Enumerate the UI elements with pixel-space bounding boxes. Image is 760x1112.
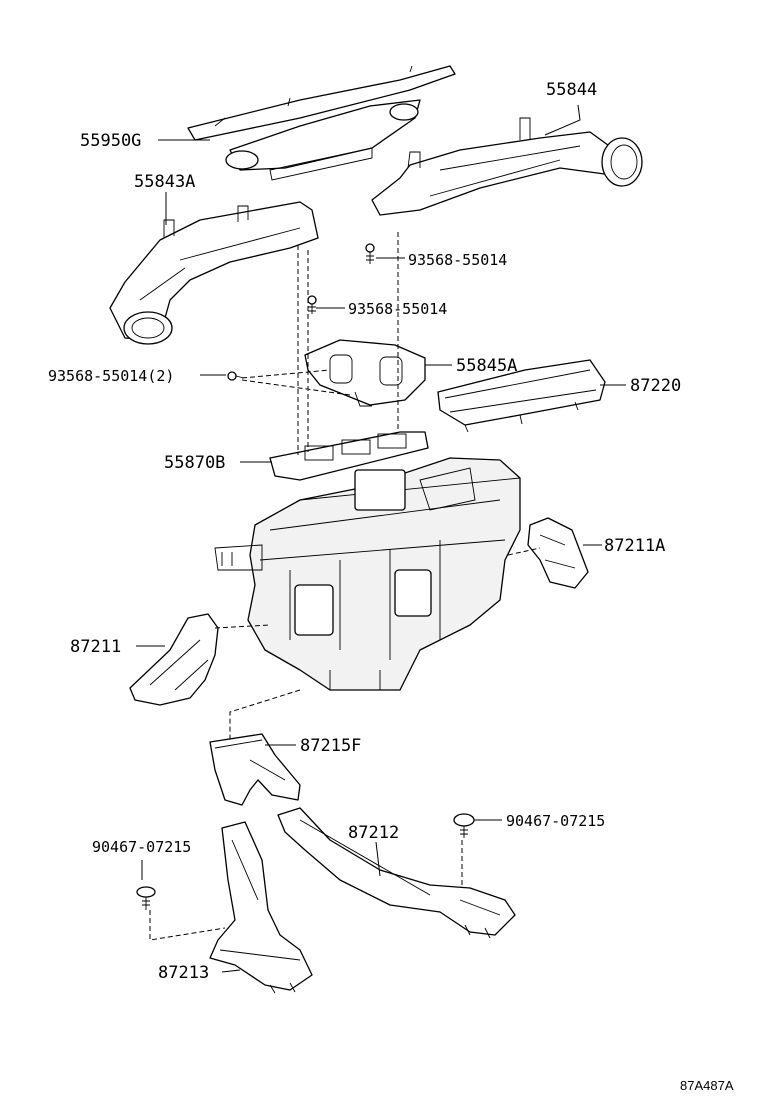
- part-87215F-duct: [209, 733, 301, 806]
- diagram-code: 87A487A: [680, 1078, 734, 1093]
- label-93568-c: 93568-55014(2): [48, 367, 174, 385]
- screw-93568-b: [307, 295, 317, 314]
- screw-93568-c: [227, 371, 245, 381]
- part-87213-duct: [209, 821, 313, 994]
- label-55845A: 55845A: [456, 356, 517, 376]
- clip-90467-right: [453, 813, 475, 838]
- label-55950G: 55950G: [80, 131, 141, 151]
- dash-lines: [149, 232, 541, 941]
- part-87211A-duct: [527, 517, 589, 589]
- label-93568-b: 93568-55014: [348, 300, 447, 318]
- part-87220-filter-frame: [437, 359, 606, 433]
- label-87215F: 87215F: [300, 736, 361, 756]
- label-87213: 87213: [158, 963, 209, 983]
- part-87212-rear-duct: [277, 807, 516, 939]
- part-55870B-adapter: [269, 431, 429, 481]
- part-55950G-defroster-nozzle: [187, 65, 456, 181]
- label-87211A: 87211A: [604, 536, 665, 556]
- label-90467-left: 90467-07215: [92, 838, 191, 856]
- label-93568-a: 93568-55014: [408, 251, 507, 269]
- label-55844: 55844: [546, 80, 597, 100]
- label-55870B: 55870B: [164, 453, 225, 473]
- clip-90467-left: [136, 886, 156, 910]
- label-90467-right: 90467-07215: [506, 812, 605, 830]
- leader-lines: [136, 104, 626, 973]
- part-55845A-center-vent: [304, 339, 426, 407]
- part-55844-right-duct: [371, 117, 643, 216]
- part-55843A-left-duct: [109, 201, 319, 345]
- heater-unit-assembly: [214, 457, 521, 691]
- label-87212: 87212: [348, 823, 399, 843]
- label-87220: 87220: [630, 376, 681, 396]
- part-87211-duct: [129, 613, 219, 706]
- label-55843A: 55843A: [134, 172, 195, 192]
- screw-93568-a: [365, 243, 375, 264]
- label-87211: 87211: [70, 637, 121, 657]
